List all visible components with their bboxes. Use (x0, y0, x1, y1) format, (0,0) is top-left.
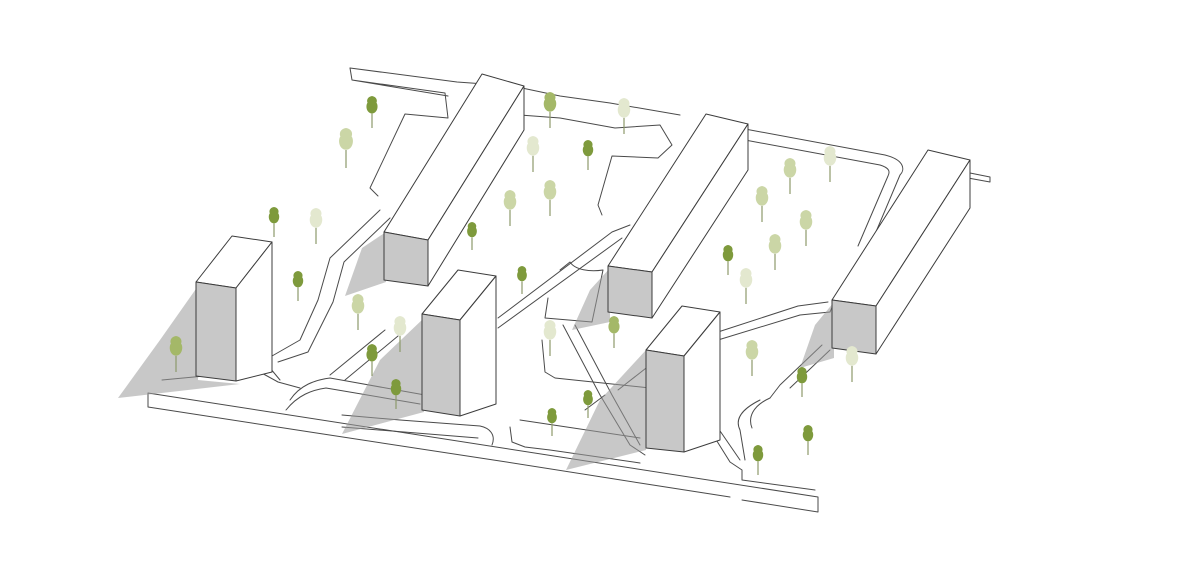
road-mid-vertical (541, 339, 651, 389)
tree (608, 316, 620, 348)
road-top-right (744, 128, 904, 247)
tree (739, 268, 753, 304)
tree-canopy (722, 245, 734, 262)
tree-canopy (351, 294, 365, 314)
tree (845, 346, 859, 382)
building-slab-right (831, 149, 971, 355)
road-top-mid (519, 114, 673, 216)
tree (768, 234, 782, 270)
tree (582, 140, 594, 170)
tree-canopy (617, 98, 631, 118)
tree (390, 379, 402, 409)
tree-canopy (823, 146, 837, 166)
road-network (147, 67, 991, 513)
tree (503, 190, 517, 226)
road-bottom-edge (147, 392, 819, 513)
tree (543, 320, 557, 356)
tree-canopy (268, 207, 280, 224)
tree (722, 245, 734, 275)
tree (526, 136, 540, 172)
road-left-lower (285, 377, 426, 411)
road-right-curve (737, 397, 771, 461)
tree (783, 158, 797, 194)
tree-canopy (169, 336, 183, 356)
tree-canopy (526, 136, 540, 156)
tree-canopy (467, 222, 477, 238)
tree-canopy (582, 140, 594, 157)
shadow-building-2 (345, 232, 386, 296)
building-left-tower (195, 235, 273, 382)
shadow-building-5 (566, 350, 646, 470)
tree-canopy (802, 425, 814, 442)
tree (268, 207, 280, 237)
tree (752, 445, 764, 475)
tree (169, 336, 183, 372)
tree-canopy (309, 208, 323, 228)
tree (745, 340, 759, 376)
tree-canopy (543, 180, 557, 200)
shadow-building-4 (572, 268, 610, 330)
tree (339, 128, 353, 168)
tree (823, 146, 837, 182)
buildings (195, 73, 971, 453)
tree-canopy (503, 190, 517, 210)
tree (309, 208, 323, 244)
tree-canopy (739, 268, 753, 288)
tree (351, 294, 365, 330)
tree-canopy (547, 408, 557, 424)
tree (799, 210, 813, 246)
tree (292, 271, 304, 301)
tree-canopy (745, 340, 759, 360)
tree (393, 316, 407, 352)
tree-canopy (845, 346, 859, 366)
tree (517, 266, 527, 294)
tree-canopy (390, 379, 402, 396)
tree (617, 98, 631, 134)
tree-canopy (583, 390, 593, 406)
tree (366, 96, 378, 128)
shadow-building-3 (342, 318, 424, 434)
tree-canopy (752, 445, 764, 462)
tree-canopy (768, 234, 782, 254)
tree (583, 390, 593, 418)
road-center-diagonal (497, 224, 631, 329)
shadow-building-6 (800, 302, 834, 368)
tree (547, 408, 557, 436)
tree (543, 180, 557, 216)
building-mid-tower (421, 269, 497, 417)
road-top-right-end (964, 171, 991, 183)
tree-canopy (799, 210, 813, 230)
tree-canopy (292, 271, 304, 288)
road-left-curve-2 (277, 217, 391, 363)
tree (755, 186, 769, 222)
building-slab-center (607, 113, 749, 319)
tree (802, 425, 814, 455)
tree-canopy (608, 316, 620, 334)
tree (543, 92, 557, 128)
road-left-curve (264, 209, 381, 361)
tree-canopy (796, 367, 808, 384)
tree-canopy (366, 96, 378, 114)
road-mid-front (341, 414, 494, 446)
tree-canopy (543, 92, 557, 112)
tree (796, 367, 808, 397)
tree-canopy (393, 316, 407, 336)
tree-canopy (339, 128, 353, 150)
tree (467, 222, 477, 250)
trees (169, 92, 859, 475)
tree-canopy (517, 266, 527, 282)
building-right-tower (645, 305, 721, 453)
road-top-back (349, 67, 449, 197)
tree (366, 344, 378, 376)
tree-canopy (543, 320, 557, 340)
building-slab-back-left (383, 73, 525, 287)
tree-canopy (783, 158, 797, 178)
road-right-stub (709, 427, 816, 491)
tree-canopy (755, 186, 769, 206)
tree-canopy (366, 344, 378, 362)
